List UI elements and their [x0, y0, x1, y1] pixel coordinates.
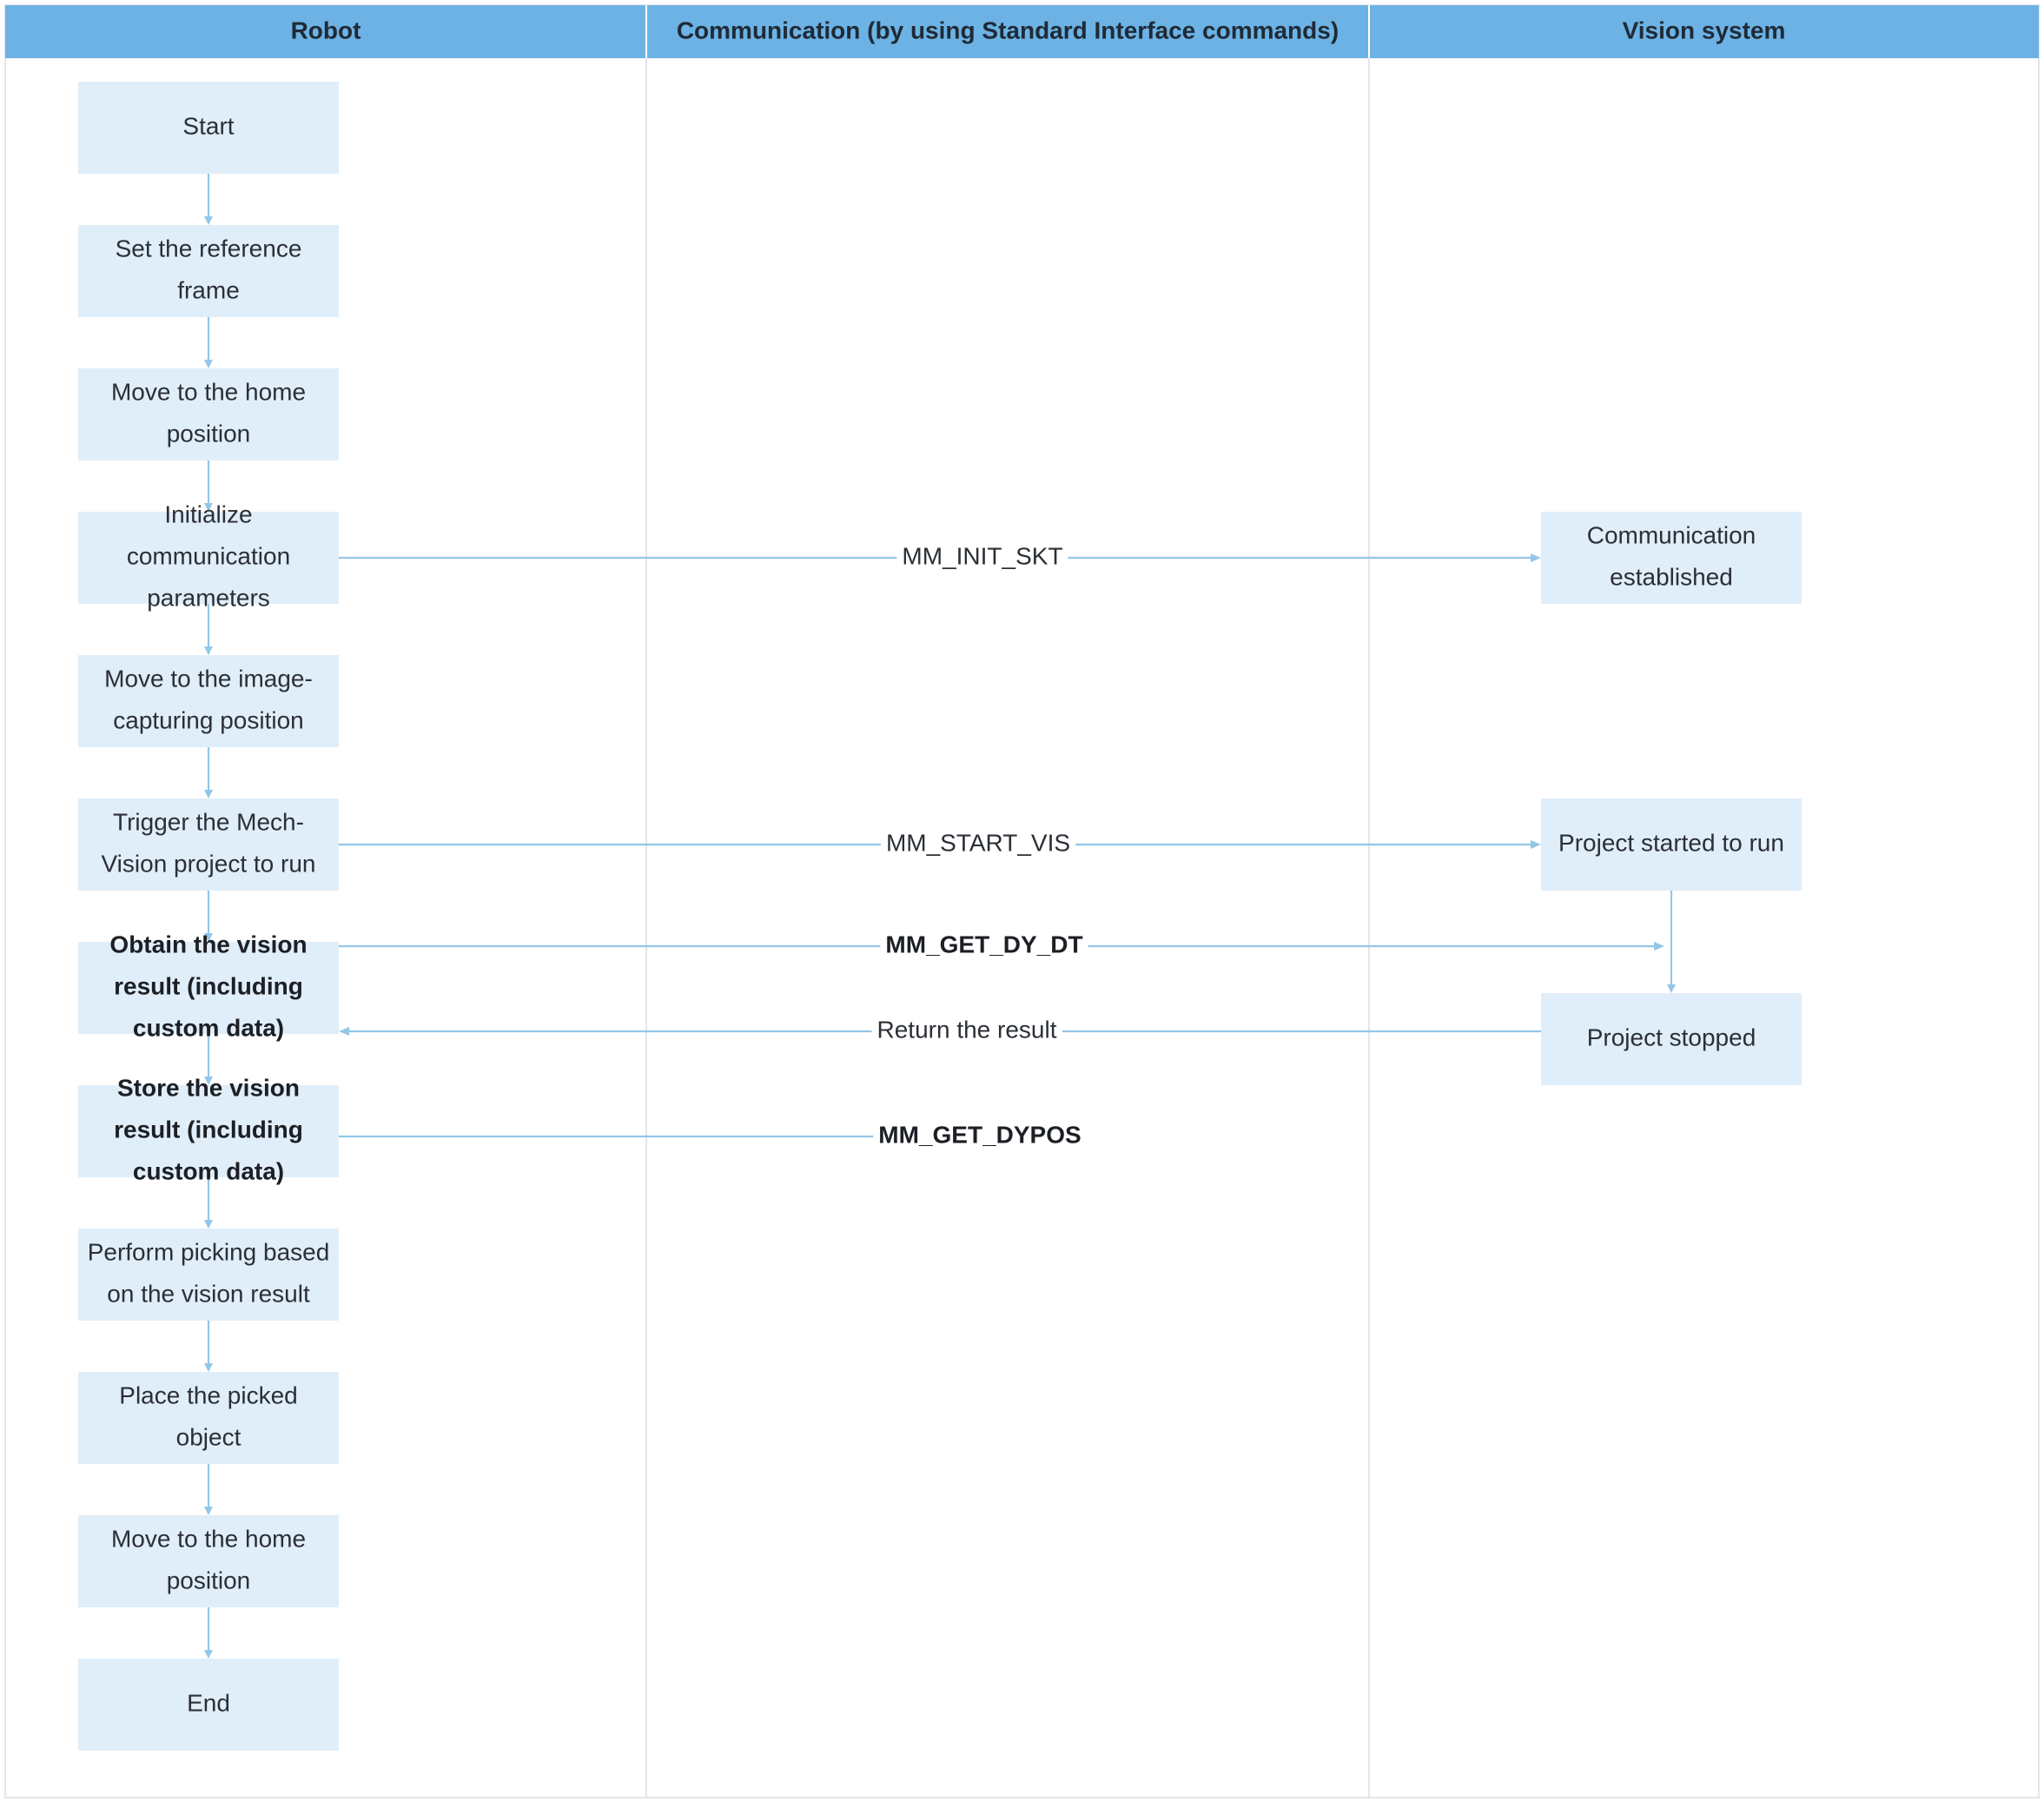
arrowhead-down — [204, 360, 213, 368]
arrowhead-down — [204, 646, 213, 655]
robot-step-label: position — [167, 420, 251, 447]
message-label-bg — [880, 827, 1076, 858]
vision-step-project-started — [1541, 798, 1802, 891]
lane-header-bar — [5, 5, 2039, 58]
robot-step-end — [78, 1659, 339, 1751]
robot-step-label: object — [176, 1423, 241, 1450]
arrowhead-down — [204, 790, 213, 798]
robot-step-label: Initialize — [164, 500, 252, 527]
vision-step-project-stopped — [1541, 993, 1802, 1085]
lane-title-vision: Vision system — [1623, 17, 1786, 43]
arrowhead-right — [1654, 942, 1664, 951]
vision-step-label: Project stopped — [1587, 1024, 1756, 1050]
robot-step-place-object — [78, 1372, 339, 1464]
robot-step-label: Trigger the Mech- — [113, 808, 304, 835]
robot-step-label: End — [187, 1689, 230, 1716]
vision-step-label: established — [1610, 563, 1733, 590]
arrowhead-down — [1667, 984, 1676, 993]
arrowhead-right — [1531, 553, 1541, 562]
message-label-mm-init-skt: MM_INIT_SKT — [902, 542, 1062, 569]
robot-step-store-result — [78, 1085, 339, 1177]
robot-step-label: Move to the home — [111, 378, 306, 405]
arrowhead-down — [204, 1220, 213, 1229]
lane-title-robot: Robot — [291, 17, 361, 43]
robot-step-label: Vision project to run — [102, 850, 316, 877]
robot-step-label: Store the vision — [117, 1074, 300, 1101]
arrowhead-right — [1531, 840, 1541, 849]
arrowhead-down — [204, 503, 213, 512]
robot-step-label: frame — [177, 276, 240, 303]
vision-step-comm-established — [1541, 512, 1802, 604]
robot-step-label: Set the reference — [116, 235, 302, 262]
message-label-return-result: Return the result — [877, 1016, 1057, 1043]
robot-step-move-home-2 — [78, 1515, 339, 1607]
arrowhead-down — [204, 1077, 213, 1085]
message-label-bg — [873, 1119, 1087, 1150]
arrowhead-down — [204, 1507, 213, 1515]
robot-step-init-comm — [78, 512, 339, 604]
robot-step-perform-picking — [78, 1229, 339, 1321]
arrowhead-down — [204, 216, 213, 225]
robot-step-label: custom data) — [133, 1014, 284, 1041]
arrowhead-left — [339, 1027, 349, 1036]
vision-step-label: Project started to run — [1558, 829, 1784, 856]
robot-step-label: Place the picked — [119, 1381, 297, 1408]
robot-step-set-reference-frame — [78, 225, 339, 317]
robot-step-label: capturing position — [113, 706, 303, 733]
robot-step-label: custom data) — [133, 1157, 284, 1184]
robot-step-label: Move to the image- — [104, 665, 313, 692]
vision-step-label: Communication — [1587, 521, 1756, 548]
arrowhead-down — [204, 1650, 213, 1659]
lane-title-comm: Communication (by using Standard Interfa… — [677, 17, 1339, 43]
message-label-bg — [896, 540, 1068, 572]
message-label-bg — [880, 929, 1088, 960]
robot-step-label: result (including — [114, 972, 303, 999]
robot-step-label: position — [167, 1567, 251, 1593]
robot-step-label: Perform picking based — [88, 1238, 330, 1265]
robot-step-trigger-project — [78, 798, 339, 891]
robot-step-start — [78, 82, 339, 174]
robot-step-label: on the vision result — [107, 1280, 310, 1307]
message-label-mm-get-dy-dt: MM_GET_DY_DT — [885, 931, 1082, 957]
robot-step-label: Start — [182, 112, 234, 139]
message-label-mm-start-vis: MM_START_VIS — [886, 829, 1070, 856]
message-label-mm-get-dypos: MM_GET_DYPOS — [878, 1121, 1081, 1148]
message-label-bg — [871, 1014, 1062, 1045]
robot-step-label: Move to the home — [111, 1525, 306, 1552]
robot-step-move-capture — [78, 655, 339, 747]
robot-step-label: parameters — [147, 584, 270, 611]
arrowhead-down — [204, 933, 213, 942]
robot-step-label: result (including — [114, 1116, 303, 1143]
robot-step-obtain-result — [78, 942, 339, 1034]
robot-step-move-home-1 — [78, 368, 339, 460]
robot-step-label: communication — [127, 542, 290, 569]
robot-step-label: Obtain the vision — [109, 931, 307, 957]
arrowhead-down — [204, 1363, 213, 1372]
